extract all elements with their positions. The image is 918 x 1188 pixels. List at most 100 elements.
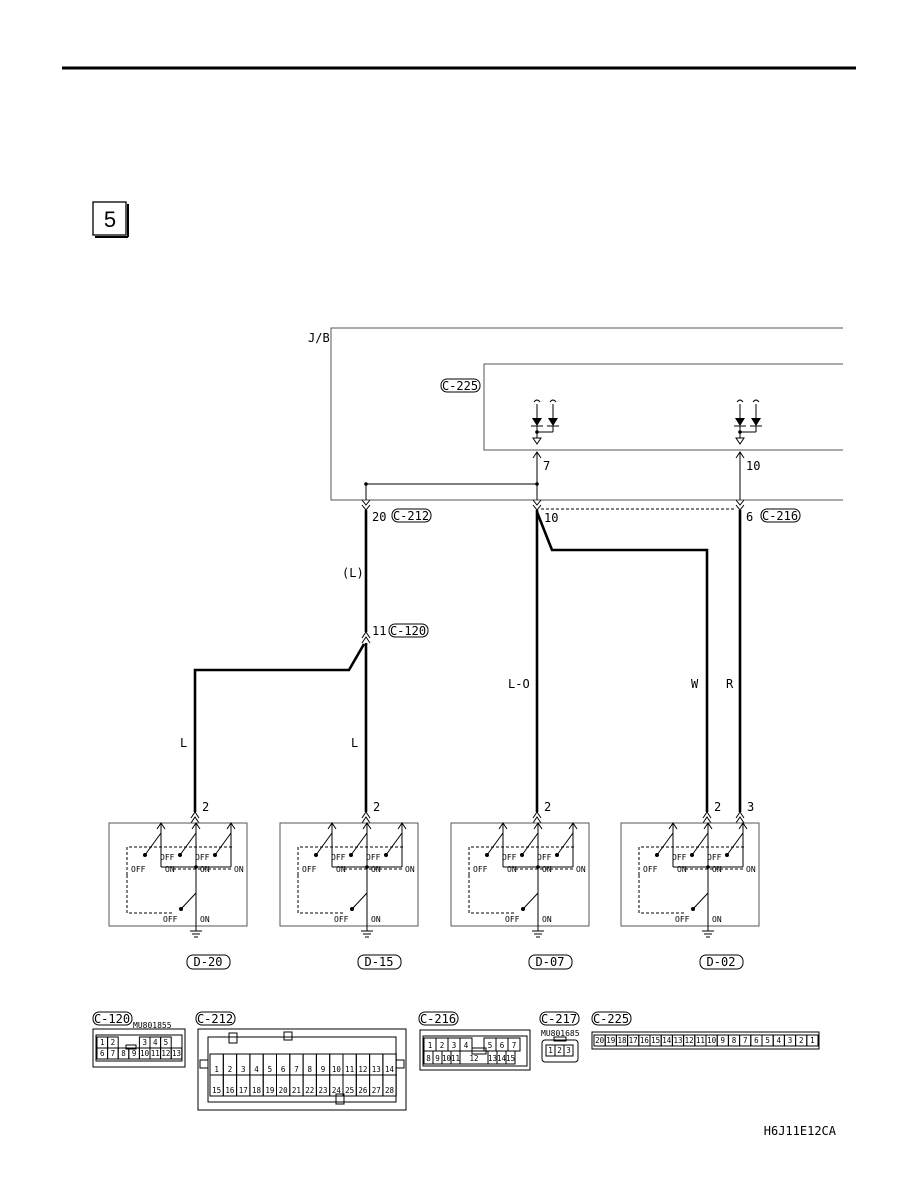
pin-label: 18 <box>252 1086 262 1095</box>
svg-text:20: 20 <box>372 510 386 524</box>
svg-text:OFF: OFF <box>505 915 520 924</box>
svg-text:MU801855: MU801855 <box>133 1021 172 1030</box>
pin-label: 4 <box>153 1038 158 1047</box>
pin-label: 15 <box>212 1086 221 1095</box>
pin-label: 9 <box>721 1036 726 1045</box>
pin-label: 15 <box>651 1036 660 1045</box>
jb-pin-7: 7 <box>543 459 550 473</box>
d02-pin-3: 3 <box>747 800 754 814</box>
pin-label: 1 <box>548 1046 553 1055</box>
svg-text:ON: ON <box>165 865 175 874</box>
svg-text:OFF: OFF <box>334 915 349 924</box>
connector-c120-inline: 11 C-120 <box>361 623 429 644</box>
pin-label: 4 <box>464 1041 469 1050</box>
svg-text:11: 11 <box>372 624 386 638</box>
pin-label: 10 <box>442 1054 452 1063</box>
d15-pin: 2 <box>373 800 380 814</box>
pin-label: 3 <box>566 1046 571 1055</box>
pin-label: 1 <box>214 1065 219 1074</box>
pin-label: 5 <box>488 1041 493 1050</box>
pin-label: 9 <box>435 1054 440 1063</box>
svg-text:OFF: OFF <box>473 865 488 874</box>
pin-label: 8 <box>426 1054 431 1063</box>
svg-text:C-225: C-225 <box>593 1012 629 1026</box>
jb-connector-c212: 20 C-212 <box>361 499 432 524</box>
svg-text:C-225: C-225 <box>442 379 478 393</box>
pin-label: 9 <box>132 1049 137 1058</box>
wire-color-l-d15: L <box>351 736 358 750</box>
tag-d07: D-07 <box>528 954 573 970</box>
jb-label: J/B <box>308 331 330 345</box>
pin-label: 14 <box>497 1054 507 1063</box>
svg-text:ON: ON <box>371 915 381 924</box>
pin-label: 6 <box>281 1065 286 1074</box>
pin-label: 21 <box>292 1086 301 1095</box>
pin-label: 3 <box>452 1041 457 1050</box>
pin-label: 13 <box>488 1054 497 1063</box>
wire-color-w: W <box>691 677 699 691</box>
wire-l-to-d20 <box>193 643 366 812</box>
pin-label: 10 <box>140 1049 150 1058</box>
pin-label: 3 <box>241 1065 246 1074</box>
pin-label: 4 <box>254 1065 259 1074</box>
svg-text:C-216: C-216 <box>420 1012 456 1026</box>
pin-label: 8 <box>732 1036 737 1045</box>
pin-cell <box>505 1050 516 1065</box>
pin-label: 5 <box>268 1065 273 1074</box>
pin-label: 2 <box>799 1036 804 1045</box>
jb-inner-module <box>483 363 843 451</box>
pin-label: 9 <box>321 1065 326 1074</box>
pin-label: 5 <box>765 1036 770 1045</box>
svg-text:C-216: C-216 <box>762 509 798 523</box>
pin-label: 1 <box>428 1041 433 1050</box>
pin-label: 1 <box>810 1036 815 1045</box>
svg-text:OFF: OFF <box>537 853 552 862</box>
svg-text:ON: ON <box>200 865 210 874</box>
svg-text:C-120: C-120 <box>94 1012 130 1026</box>
pin-label: 19 <box>606 1036 615 1045</box>
pin-label: 7 <box>111 1049 116 1058</box>
svg-text:ON: ON <box>507 865 517 874</box>
tag-d20: D-20 <box>186 954 231 970</box>
svg-text:OFF: OFF <box>131 865 146 874</box>
pin-label: 18 <box>617 1036 627 1045</box>
pin-label: 2 <box>440 1041 445 1050</box>
pin-label: 4 <box>777 1036 782 1045</box>
pin-label: 27 <box>372 1086 381 1095</box>
pin-label: 25 <box>345 1086 354 1095</box>
pin-label: 8 <box>307 1065 312 1074</box>
svg-text:C-120: C-120 <box>390 624 426 638</box>
pin-cell <box>563 1044 574 1057</box>
junction-block <box>330 327 843 501</box>
pin-label: 2 <box>228 1065 233 1074</box>
svg-text:ON: ON <box>677 865 687 874</box>
pin-label: 12 <box>161 1049 170 1058</box>
wire-color-paren-l: (L) <box>342 566 364 580</box>
svg-text:ON: ON <box>200 915 210 924</box>
pin-cell <box>170 1047 183 1060</box>
pin-label: 16 <box>225 1086 235 1095</box>
pin-label: 24 <box>332 1086 342 1095</box>
d07-pin: 2 <box>544 800 551 814</box>
pin-label: 14 <box>385 1065 395 1074</box>
svg-text:C-212: C-212 <box>393 509 429 523</box>
switch-d15: OFF OFF OFF ON ON ON OFF ON <box>279 822 419 938</box>
svg-text:ON: ON <box>542 865 552 874</box>
svg-text:D-02: D-02 <box>707 955 736 969</box>
pin-label: 11 <box>451 1054 460 1063</box>
svg-text:OFF: OFF <box>331 853 346 862</box>
connector-tag-c225: C-225 <box>440 378 481 393</box>
pin-label: 13 <box>172 1049 181 1058</box>
svg-text:OFF: OFF <box>675 915 690 924</box>
svg-text:OFF: OFF <box>502 853 517 862</box>
pin-label: 22 <box>305 1086 314 1095</box>
svg-text:MU801685: MU801685 <box>541 1029 580 1038</box>
pin-label: 11 <box>345 1065 354 1074</box>
pin-label: 6 <box>100 1049 105 1058</box>
d02-pin-2: 2 <box>714 800 721 814</box>
switch-d07: OFF OFF OFF ON ON ON OFF ON <box>450 822 590 938</box>
